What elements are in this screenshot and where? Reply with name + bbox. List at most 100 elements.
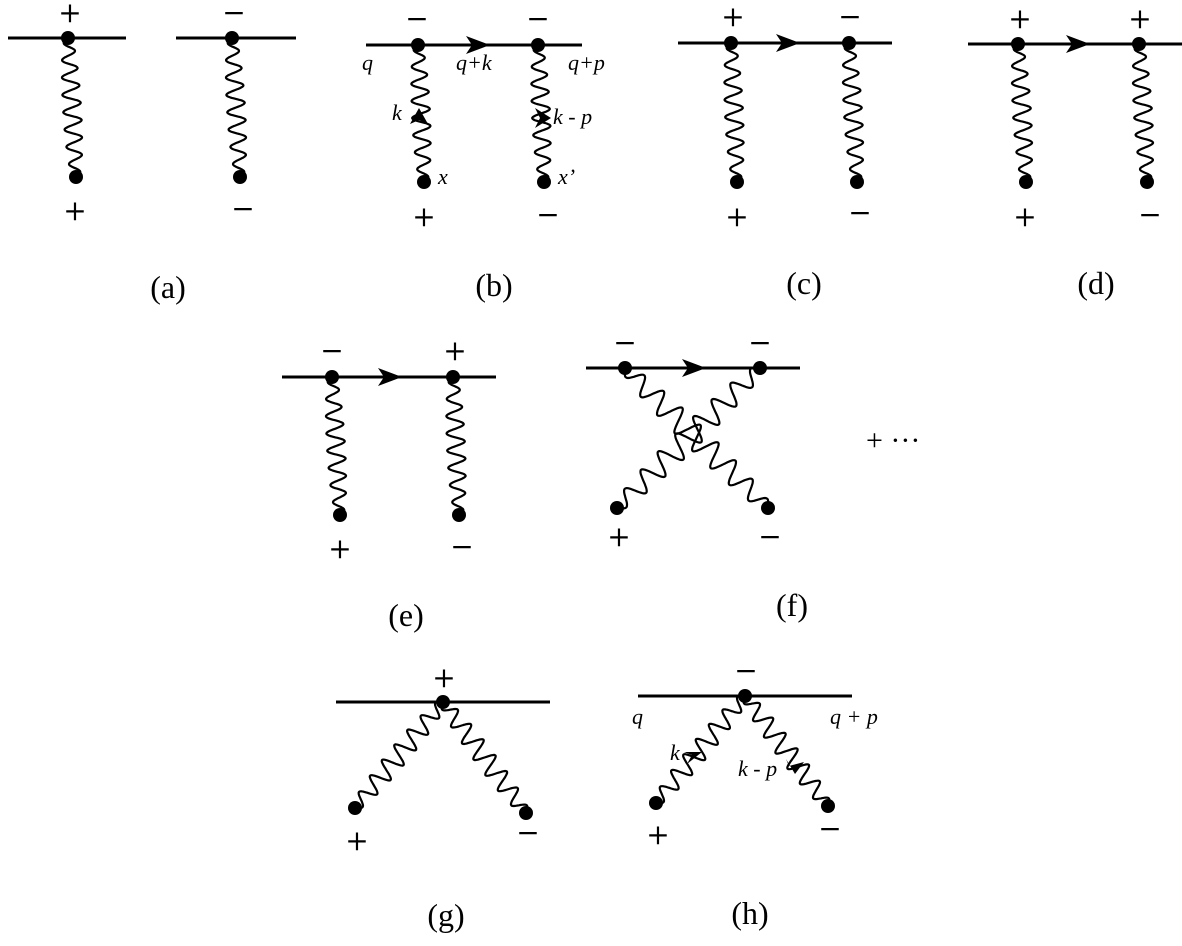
caption-b: (b)	[475, 267, 512, 303]
endpoint-dot	[417, 175, 431, 189]
endpoint-dot	[69, 170, 83, 184]
sign-minus: −	[222, 0, 245, 29]
endpoint-dot	[537, 175, 551, 189]
caption-c: (c)	[786, 265, 822, 301]
sign-minus: −	[450, 530, 473, 563]
sign-minus: −	[734, 654, 757, 687]
photon-line	[841, 41, 865, 184]
sign-plus: +	[721, 0, 744, 33]
sign-plus: +	[646, 818, 669, 851]
sign-minus: −	[838, 0, 861, 33]
photon-line	[742, 694, 831, 808]
arrow-icon	[1066, 35, 1090, 53]
arrow-icon	[776, 34, 800, 52]
endpoint-dot	[1019, 175, 1033, 189]
sign-plus: +	[725, 200, 748, 233]
photon-line	[440, 700, 529, 815]
caption-f: (f)	[776, 587, 808, 623]
sign-plus: +	[1008, 2, 1031, 35]
diagram-d: + + + − (d)	[968, 2, 1182, 301]
sign-minus: −	[231, 192, 254, 225]
arrow-icon	[466, 36, 490, 54]
vertex-dot	[61, 31, 75, 45]
caption-e: (e)	[388, 597, 424, 633]
continuation-ellipsis: + ···	[866, 424, 920, 457]
photon-line	[353, 700, 445, 810]
sign-minus: −	[848, 196, 871, 229]
vertex-dot	[1011, 37, 1025, 51]
vertex-dot	[842, 36, 856, 50]
endpoint-dot	[519, 806, 533, 820]
endpoint-dot	[348, 801, 362, 815]
endpoint-dot	[233, 170, 247, 184]
sign-plus: +	[1128, 2, 1151, 35]
arrow-icon	[535, 108, 551, 128]
caption-h: (h)	[731, 895, 768, 931]
sign-minus: −	[613, 326, 636, 359]
caption-d: (d)	[1077, 265, 1114, 301]
sign-minus: −	[405, 2, 428, 35]
diagram-e: − + + − (e)	[282, 334, 496, 633]
position-label: x	[437, 164, 448, 189]
momentum-label: k - p	[553, 104, 592, 129]
momentum-label: q + p	[830, 704, 878, 729]
diagram-a: + − + − (a)	[8, 0, 296, 305]
vertex-dot	[753, 361, 767, 375]
endpoint-dot	[610, 501, 624, 515]
photon-line	[654, 694, 747, 805]
diagram-f: − − + − (f)	[586, 326, 808, 623]
arrow-icon	[682, 359, 706, 377]
sign-plus: +	[412, 200, 435, 233]
momentum-label: q	[632, 704, 643, 729]
diagram-h: − + − q q + p k k - p (h)	[632, 654, 878, 931]
momentum-label: q+k	[456, 50, 493, 75]
photon-line	[1131, 42, 1155, 184]
endpoint-dot	[452, 508, 466, 522]
vertex-dot	[724, 36, 738, 50]
sign-minus: −	[320, 334, 343, 367]
endpoint-dot	[761, 501, 775, 515]
vertex-dot	[436, 695, 450, 709]
endpoint-dot	[850, 175, 864, 189]
sign-minus: −	[516, 816, 539, 849]
sign-plus: +	[1013, 200, 1036, 233]
sign-plus: +	[607, 520, 630, 553]
arrow-icon	[378, 368, 402, 386]
photon-line	[445, 375, 467, 517]
sign-plus: +	[345, 824, 368, 857]
sign-minus: −	[1138, 198, 1161, 231]
caption-a: (a)	[150, 269, 186, 305]
photon-line	[1010, 42, 1034, 184]
photon-line	[723, 41, 745, 184]
sign-minus: −	[526, 2, 549, 35]
momentum-label: k	[670, 740, 681, 765]
momentum-label: k - p	[738, 756, 777, 781]
photon-line	[224, 36, 248, 179]
arrow-icon	[410, 108, 428, 124]
endpoint-dot	[333, 508, 347, 522]
vertex-dot	[325, 370, 339, 384]
endpoint-dot	[730, 175, 744, 189]
vertex-dot	[411, 38, 425, 52]
photon-line	[623, 366, 770, 510]
sign-minus: −	[748, 326, 771, 359]
sign-plus: +	[443, 334, 466, 367]
diagram-c: + − + − (c)	[678, 0, 892, 301]
endpoint-dot	[649, 796, 663, 810]
sign-plus: +	[63, 194, 86, 227]
sign-plus: +	[58, 0, 81, 29]
photon-line	[60, 36, 84, 179]
endpoint-dot	[1140, 175, 1154, 189]
position-label: x’	[557, 164, 575, 189]
momentum-label: k	[392, 100, 403, 125]
vertex-dot	[225, 31, 239, 45]
arrow-icon	[786, 759, 804, 774]
vertex-dot	[531, 38, 545, 52]
caption-g: (g)	[427, 897, 464, 933]
momentum-label: q+p	[568, 50, 605, 75]
momentum-label: q	[362, 50, 373, 75]
diagram-b: − − + − q q+k q+p k k - p x x’ (b)	[362, 2, 605, 303]
vertex-dot	[446, 370, 460, 384]
